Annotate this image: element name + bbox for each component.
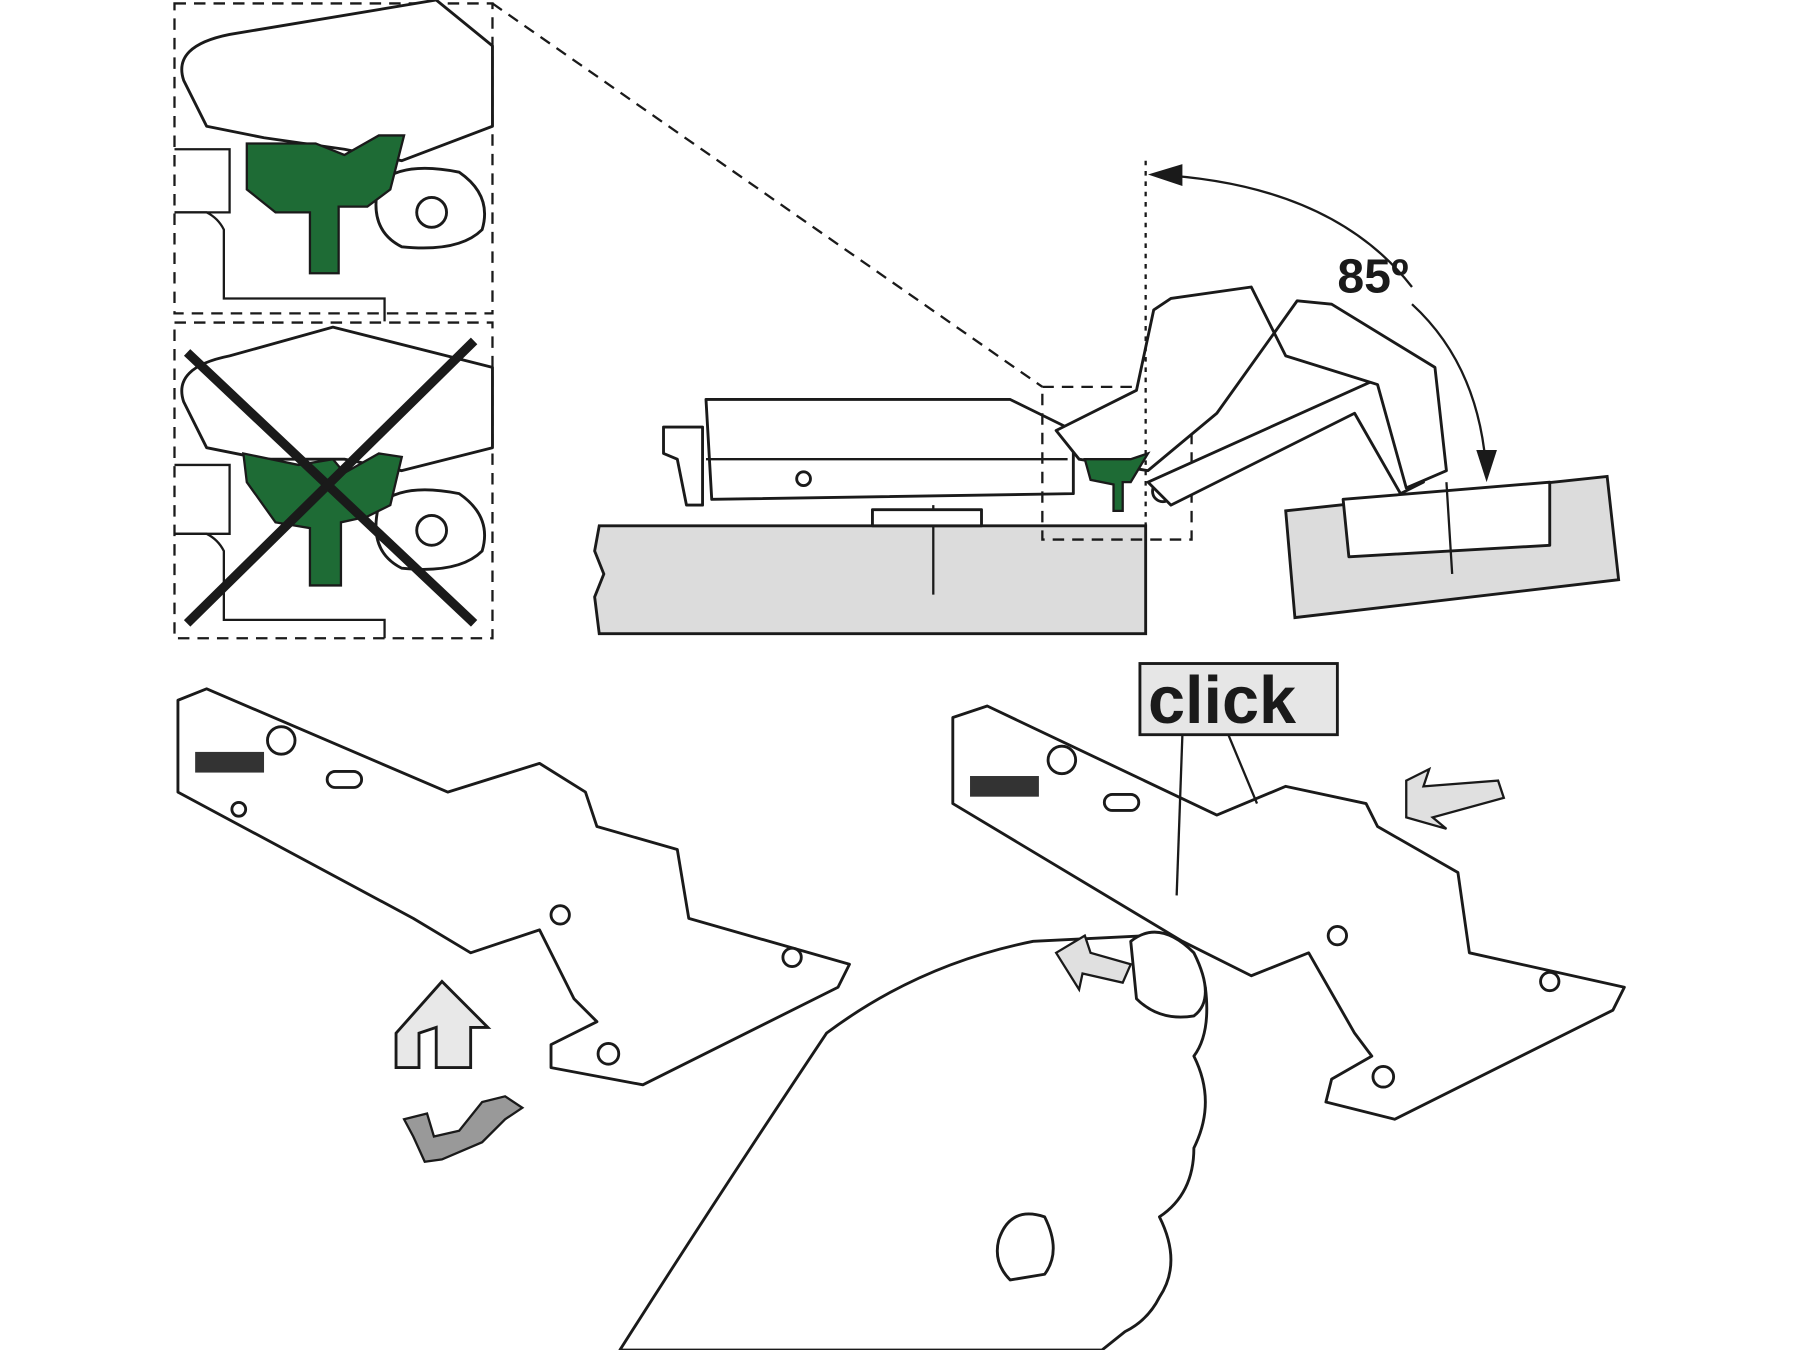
detail-correct bbox=[173, 0, 494, 322]
click-label: click bbox=[1148, 664, 1297, 738]
hinge-cup-arm bbox=[1272, 299, 1448, 490]
left-hinge-assembly bbox=[176, 687, 851, 1163]
detail-incorrect bbox=[173, 321, 494, 640]
hand-illustration bbox=[618, 930, 1209, 1350]
detail-frame-top bbox=[173, 2, 494, 315]
release-clip bbox=[402, 1095, 525, 1163]
click-label-box bbox=[1138, 662, 1339, 737]
detail-frame-bottom bbox=[173, 321, 494, 640]
pivot-hole-top bbox=[415, 196, 448, 229]
arrow-push-icon bbox=[1405, 766, 1506, 830]
clip-green-correct bbox=[245, 134, 406, 275]
angle-arc-upper bbox=[1153, 173, 1413, 288]
angle-label: 85º bbox=[1337, 250, 1408, 304]
right-hinge-assembly: click bbox=[951, 662, 1626, 1121]
cabinet-side-panel bbox=[593, 524, 1148, 636]
hinge-arm-top bbox=[180, 0, 494, 163]
arrow-up-icon bbox=[394, 979, 492, 1070]
side-view-hinge: 85º bbox=[593, 160, 1621, 636]
arrow-press-icon bbox=[1054, 933, 1133, 993]
hinge-base-plate bbox=[704, 398, 1075, 501]
